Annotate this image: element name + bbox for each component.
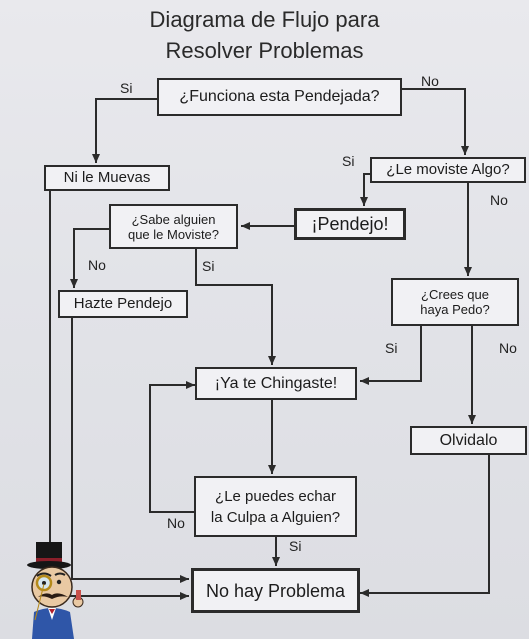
node-moviste-text: ¿Le moviste Algo?	[386, 161, 510, 178]
edge-sabe-no	[70, 228, 109, 288]
node-sabe: ¿Sabe alguien que le Moviste?	[109, 204, 238, 249]
edge-funciona-no	[402, 88, 469, 155]
title-line-2: Resolver Problemas	[165, 38, 364, 63]
node-chingaste-text: ¡Ya te Chingaste!	[214, 374, 338, 392]
edge-crees-si	[360, 326, 422, 385]
label-si-funciona: Si	[120, 80, 133, 96]
edge-moviste-si	[360, 173, 370, 206]
node-hazte-text: Hazte Pendejo	[73, 295, 173, 312]
edge-olvidalo-problema	[360, 455, 490, 597]
page-title: Diagrama de Flujo para Resolver Problema…	[0, 4, 529, 66]
edge-nimuevas-problema	[49, 191, 189, 600]
label-si-crees: Si	[385, 340, 398, 356]
edge-hazte-problema	[71, 318, 189, 583]
node-no-problema-text: No hay Problema	[205, 580, 346, 601]
node-pendejo-text: ¡Pendejo!	[311, 214, 389, 234]
label-no-crees: No	[499, 340, 517, 356]
node-culpa: ¿Le puedes echar la Culpa a Alguien?	[194, 476, 357, 537]
monocle-gentleman-sticker	[27, 542, 84, 639]
node-olvidalo-text: Olvidalo	[439, 431, 498, 449]
edge-sabe-si	[195, 249, 276, 365]
edge-culpa-no	[149, 381, 195, 513]
label-si-sabe: Si	[202, 258, 215, 274]
node-sabe-line-2: que le Moviste?	[127, 226, 220, 242]
node-crees: ¿Crees que haya Pedo?	[391, 278, 519, 326]
node-crees-line-2: haya Pedo?	[420, 302, 490, 317]
node-chingaste: ¡Ya te Chingaste!	[195, 367, 357, 400]
node-funciona-text: ¿Funciona esta Pendejada?	[179, 88, 380, 105]
node-sabe-line-1: ¿Sabe alguien	[131, 211, 216, 227]
node-moviste: ¿Le moviste Algo?	[370, 157, 526, 183]
node-crees-line-1: ¿Crees que	[421, 287, 489, 302]
label-no-funciona: No	[421, 73, 439, 89]
node-ni-muevas-text: Ni le Muevas	[63, 169, 151, 186]
label-no-sabe: No	[88, 257, 106, 273]
node-pendejo: ¡Pendejo!	[294, 208, 406, 240]
label-no-moviste: No	[490, 192, 508, 208]
title-line-1: Diagrama de Flujo para	[149, 7, 380, 32]
node-ni-muevas: Ni le Muevas	[44, 165, 170, 191]
label-no-culpa: No	[167, 515, 185, 531]
node-no-problema: No hay Problema	[191, 568, 360, 613]
node-hazte: Hazte Pendejo	[58, 290, 188, 318]
label-si-moviste: Si	[342, 153, 355, 169]
label-si-culpa: Si	[289, 538, 302, 554]
node-funciona: ¿Funciona esta Pendejada?	[157, 78, 402, 116]
edge-funciona-si	[92, 98, 157, 163]
node-olvidalo: Olvidalo	[410, 426, 527, 455]
node-culpa-line-1: ¿Le puedes echar	[215, 487, 336, 505]
node-culpa-line-2: la Culpa a Alguien?	[210, 508, 341, 526]
